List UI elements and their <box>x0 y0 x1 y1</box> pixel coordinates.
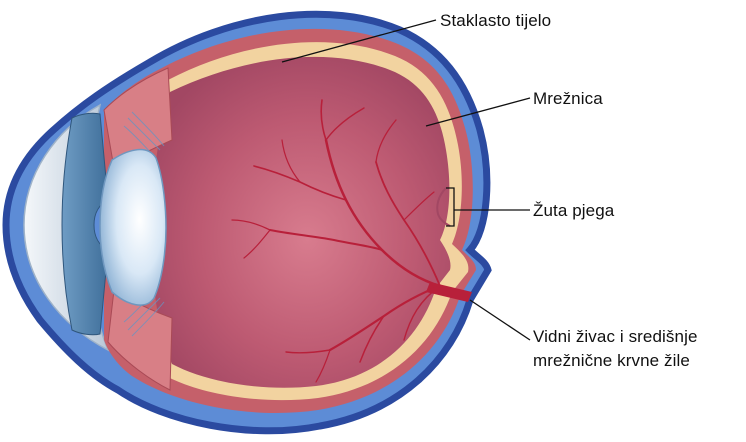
leader-optic <box>470 300 530 340</box>
label-retina: Mrežnica <box>533 87 603 111</box>
lens <box>100 150 166 306</box>
label-optic-nerve-line1: Vidni živac i središnje <box>533 325 698 349</box>
label-optic-nerve: Vidni živac i središnje mrežnične krvne … <box>533 325 698 373</box>
label-macula: Žuta pjega <box>533 199 614 223</box>
label-optic-nerve-line2: mrežnične krvne žile <box>533 349 698 373</box>
label-vitreous-body: Staklasto tijelo <box>440 9 551 33</box>
